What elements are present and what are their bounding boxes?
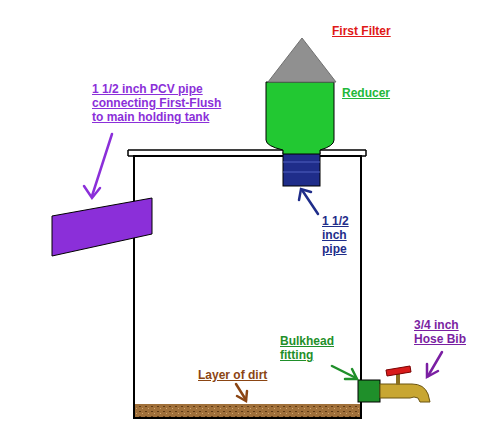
dirt-layer bbox=[135, 404, 360, 417]
arrow-head bbox=[299, 189, 311, 200]
leader-arrow bbox=[302, 190, 318, 214]
reducer-fitting bbox=[266, 82, 334, 154]
leader-arrow bbox=[332, 366, 356, 378]
filter-cone bbox=[268, 38, 336, 82]
part-label: Reducer bbox=[342, 86, 442, 100]
arrow-head bbox=[345, 369, 357, 379]
part-label: 1 1/2 inch pipe bbox=[322, 214, 364, 256]
part-label: First Filter bbox=[332, 24, 452, 38]
part-label: Layer of dirt bbox=[198, 368, 308, 382]
leader-arrow bbox=[236, 384, 246, 400]
valve-stem bbox=[396, 374, 400, 385]
valve-handle bbox=[386, 366, 411, 376]
bulkhead-fitting bbox=[358, 380, 380, 402]
arrow-head bbox=[84, 186, 100, 198]
arrow-head bbox=[237, 391, 247, 401]
leader-arrow bbox=[92, 134, 112, 196]
arrow-head bbox=[427, 364, 438, 377]
hose-bib bbox=[380, 384, 430, 402]
pvc-pipe bbox=[52, 198, 152, 256]
tank-body bbox=[134, 156, 361, 418]
part-label: 3/4 inch Hose Bib bbox=[414, 318, 476, 346]
part-label: 1 1/2 inch PCV pipe connecting First-Flu… bbox=[92, 82, 222, 124]
leader-arrow bbox=[428, 352, 442, 376]
tank-lid bbox=[128, 150, 366, 156]
inlet-pipe bbox=[283, 152, 320, 186]
pipe-thread bbox=[283, 162, 320, 172]
part-label: Bulkhead fitting bbox=[280, 334, 350, 362]
